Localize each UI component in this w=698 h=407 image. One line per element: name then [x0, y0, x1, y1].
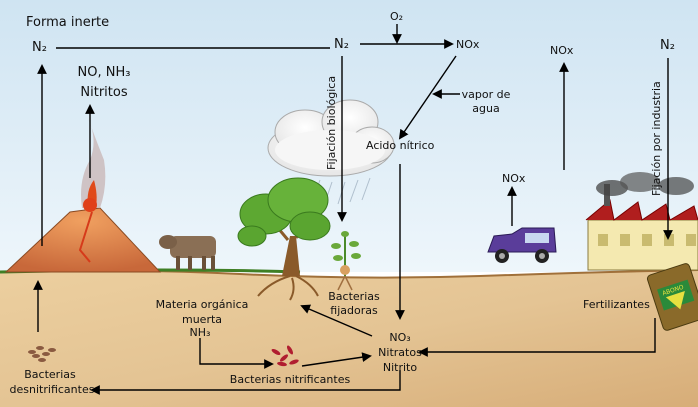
flow-arrows	[33, 24, 673, 395]
label-agua: agua	[472, 102, 500, 115]
label-no-nh3: NO, NH₃	[77, 65, 131, 80]
label-o2: O₂	[390, 10, 404, 23]
label-materia-2: muerta	[181, 313, 223, 326]
label-n2-right: N₂	[660, 38, 675, 53]
label-bacterias-desn-2: desnitrificantes	[9, 383, 95, 396]
label-nox-right: NOx	[550, 44, 574, 57]
fertilizer-bag	[646, 263, 698, 331]
label-acido-nitrico: Acido nítrico	[366, 139, 435, 152]
label-nox-top: NOx	[456, 38, 480, 51]
car	[487, 227, 557, 263]
soil	[0, 270, 698, 407]
legume-plant	[331, 231, 361, 291]
bacteria-denitrifying	[28, 346, 56, 362]
label-n2-left: N₂	[32, 40, 47, 55]
factory	[585, 172, 698, 271]
label-vapor-de: vapor de	[461, 88, 511, 101]
arrow-materia-bacteria	[199, 338, 274, 369]
arrow-fertilizer-no3	[418, 318, 656, 357]
label-nitratos: Nitratos	[378, 346, 422, 359]
arrow-nox-acido	[398, 55, 457, 140]
label-nox-car: NOx	[502, 172, 526, 185]
arrow-nitrito-desn	[90, 370, 401, 395]
label-n2-center: N₂	[334, 37, 349, 52]
label-nitrito: Nitrito	[382, 361, 418, 374]
label-fijacion-biologica: Fijación biológica	[325, 75, 338, 170]
label-forma-inerte: Forma inerte	[26, 15, 110, 30]
label-materia-1: Materia orgánica	[155, 298, 249, 311]
tree	[237, 177, 331, 301]
volcano	[4, 118, 162, 273]
label-fertilizantes: Fertilizantes	[583, 298, 650, 311]
cloud	[267, 99, 395, 177]
label-nitritos: Nitritos	[80, 85, 128, 100]
label-fijacion-industria: Fijación por industria	[650, 81, 663, 196]
label-no3: NO₃	[389, 331, 411, 344]
arrow-no3-plants	[300, 304, 373, 337]
label-bacterias-fijadoras-1: Bacterias	[328, 290, 380, 303]
label-bacterias-nitrificantes: Bacterias nitrificantes	[229, 373, 351, 386]
label-bacterias-desn-1: Bacterias	[24, 368, 76, 381]
cow	[159, 235, 216, 270]
label-nh3: NH₃	[189, 326, 211, 339]
bacteria-nitrifying	[271, 345, 299, 367]
arrow-bacteria-no3	[301, 352, 372, 367]
label-bacterias-fijadoras-2: fijadoras	[330, 304, 378, 317]
